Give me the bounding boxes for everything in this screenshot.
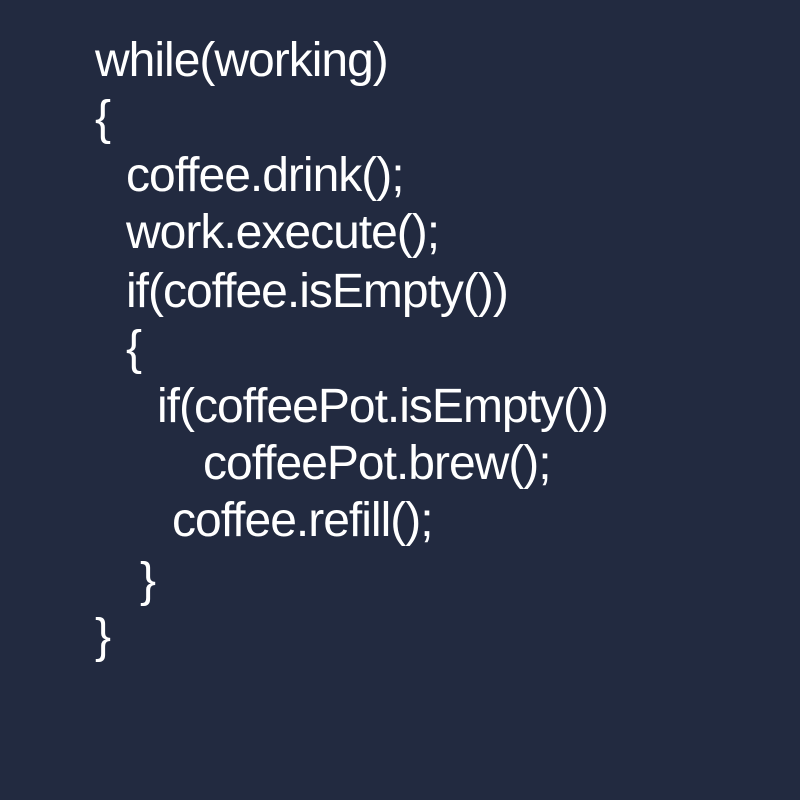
code-line-while: while(working) [95, 34, 389, 87]
code-line-open-brace-inner: { [126, 322, 142, 375]
code-line-work-execute: work.execute(); [126, 206, 440, 259]
code-line-open-brace-outer: { [95, 92, 111, 145]
code-line-coffee-refill: coffee.refill(); [172, 494, 434, 547]
code-line-close-brace-inner: } [140, 554, 156, 607]
code-line-if-pot-empty: if(coffeePot.isEmpty()) [157, 380, 609, 433]
code-line-pot-brew: coffeePot.brew(); [203, 437, 552, 490]
code-line-if-coffee-empty: if(coffee.isEmpty()) [126, 265, 509, 318]
code-line-close-brace-outer: } [95, 610, 111, 663]
code-line-coffee-drink: coffee.drink(); [126, 149, 405, 202]
